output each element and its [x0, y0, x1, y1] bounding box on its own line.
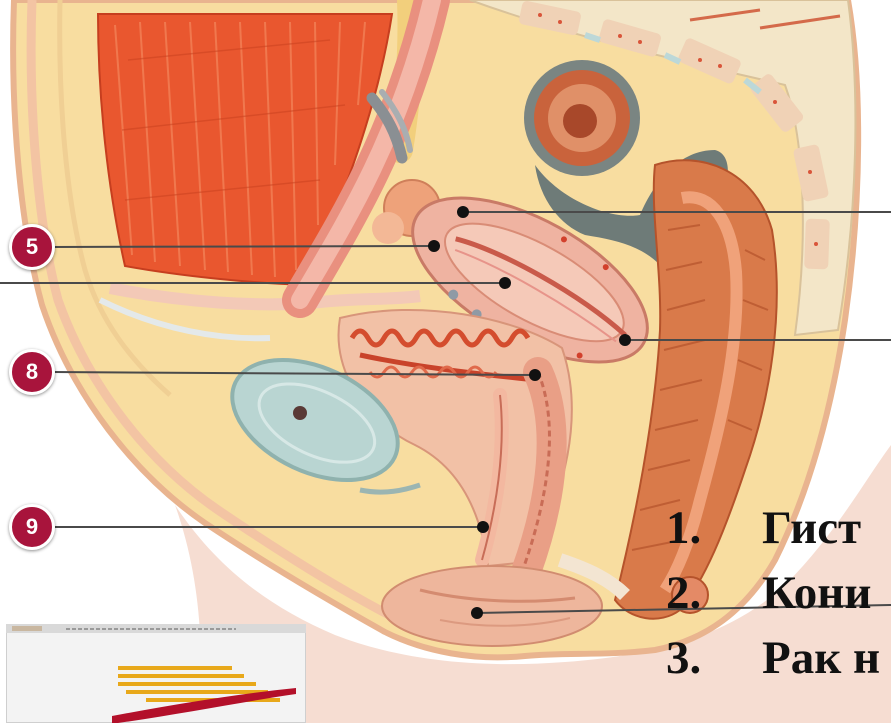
marker-8: 8 — [9, 349, 55, 395]
package-box — [6, 624, 306, 723]
list-text: Гист — [762, 500, 861, 556]
pointer-dot-right-middle — [619, 334, 631, 346]
list-text: Рак н — [762, 630, 880, 686]
list-number: 1. — [666, 500, 701, 556]
pointer-dot-right-top — [457, 206, 469, 218]
list-text: Кони — [762, 565, 871, 621]
pointer-dot-8 — [529, 369, 541, 381]
pointer-dot-5 — [428, 240, 440, 252]
marker-5: 5 — [9, 224, 55, 270]
list-number: 3. — [666, 630, 701, 686]
list-item-1: 1. Гист — [0, 500, 891, 556]
pointer-dot-unlabeled-left — [499, 277, 511, 289]
list-item-2: 2. Кони — [0, 565, 891, 621]
intestine-loop — [524, 60, 640, 176]
leader-line-5 — [52, 246, 434, 247]
package-logo — [6, 624, 306, 723]
list-number: 2. — [666, 565, 701, 621]
